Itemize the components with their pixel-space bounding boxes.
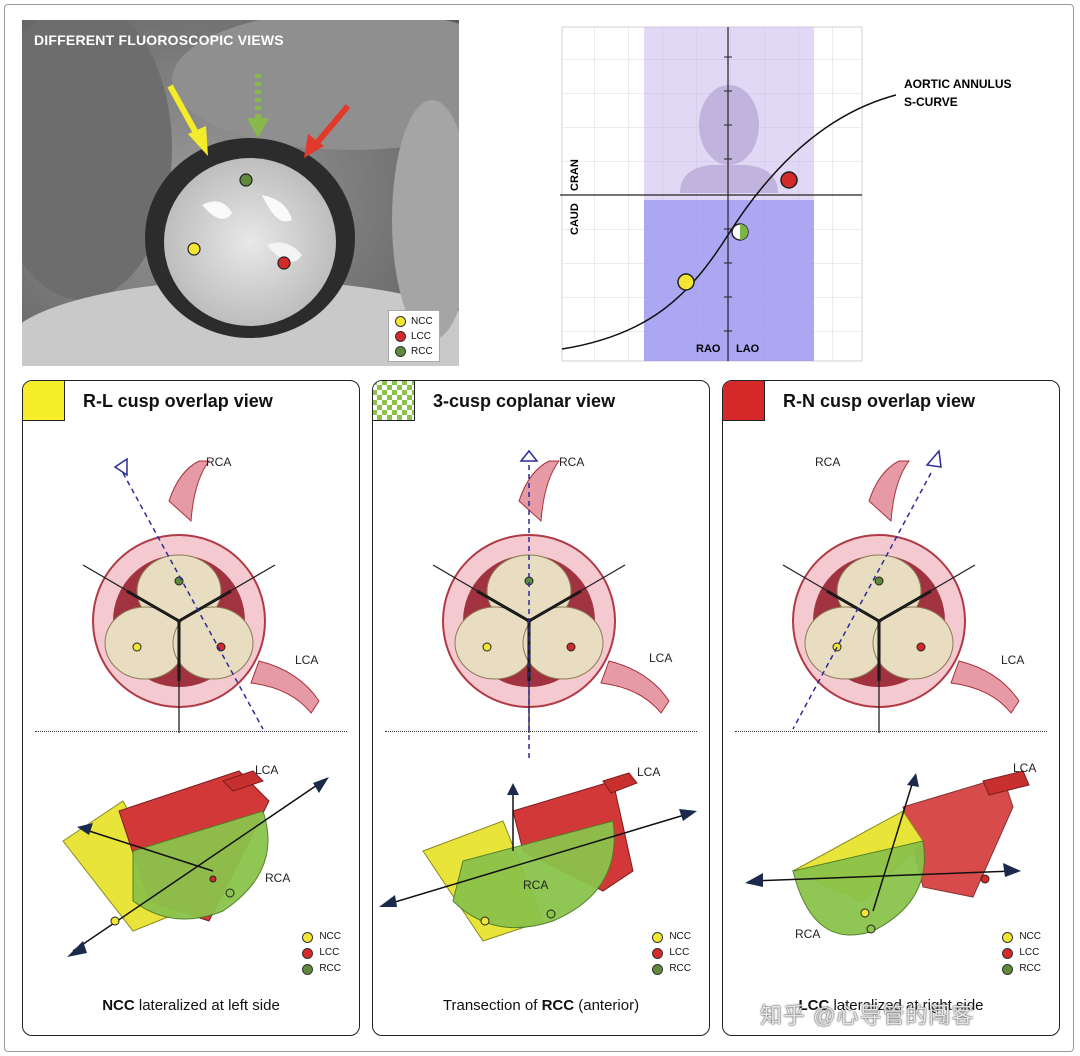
- ct-title: DIFFERENT FLUOROSCOPIC VIEWS: [34, 32, 284, 48]
- s-curve-line: [561, 94, 897, 350]
- lcc-legend-dot: [1002, 947, 1014, 959]
- eye-view-icon: [113, 457, 128, 477]
- valve-top-view: [432, 449, 670, 759]
- panel-legend: NCC LCC RCC: [302, 929, 341, 977]
- rcc-legend-dot: [395, 346, 406, 357]
- ct-scan-illustration: [22, 20, 459, 366]
- figure-frame: [4, 4, 1074, 1052]
- legend-label: NCC: [669, 931, 691, 942]
- ct-lcc-dot: [277, 256, 291, 270]
- rca-label: RCA: [815, 455, 841, 469]
- caption-rest: (anterior): [574, 997, 640, 1014]
- checker-swatch: [373, 381, 415, 421]
- panel-title: 3-cusp coplanar view: [433, 391, 616, 411]
- ncc-point: [677, 273, 695, 291]
- valve-side-view: [379, 772, 697, 942]
- panel-caption: NCC lateralized at left side: [23, 997, 359, 1014]
- lower-lca-label: LCA: [1013, 761, 1037, 775]
- lower-lca-label: LCA: [637, 765, 661, 779]
- rcc-legend-dot: [302, 963, 314, 975]
- legend-label: NCC: [319, 931, 341, 942]
- legend-label: RCC: [1019, 963, 1041, 974]
- ncc-legend-dot: [395, 316, 406, 327]
- panel-3-cusp-coplanar: 3-cusp coplanar view RCA LCA: [372, 380, 710, 1036]
- caption-bold: RCC: [541, 997, 575, 1014]
- watermark-text: 知乎 @心导管的闯客: [760, 1003, 975, 1028]
- patient-shoulders-icon: [680, 165, 778, 193]
- valve-top-view: [82, 457, 320, 733]
- rca-label: RCA: [206, 455, 232, 469]
- lca-label: LCA: [1001, 653, 1025, 667]
- caption-bold: LCC: [798, 997, 830, 1014]
- caption-bold: NCC: [102, 997, 135, 1014]
- lcc-point: [780, 171, 798, 189]
- s-curve-svg: AORTIC ANNULUS S-CURVE CRAN CAUD RAO LAO: [560, 26, 1012, 362]
- legend-label: LCC: [319, 947, 340, 958]
- legend-label: LCC: [669, 947, 690, 958]
- lca-label: LCA: [649, 651, 673, 665]
- lower-lca-label: LCA: [255, 763, 279, 777]
- legend-label: RCC: [319, 963, 341, 974]
- lower-rca-label: RCA: [265, 871, 291, 885]
- panel-legend: NCC LCC RCC: [652, 929, 691, 977]
- caud-label: CAUD: [569, 203, 581, 235]
- lca-label: LCA: [295, 653, 319, 667]
- lcc-legend-dot: [652, 947, 664, 959]
- valve-top-view: [782, 449, 1020, 733]
- ncc-legend-dot: [1002, 931, 1014, 943]
- panel-title: R-N cusp overlap view: [783, 391, 976, 411]
- panel-rn-cusp-overlap: R-N cusp overlap view RCA LCA: [722, 380, 1060, 1036]
- legend-label: LCC: [1019, 947, 1040, 958]
- ct-ncc-dot: [187, 242, 201, 256]
- legend-label: NCC: [411, 316, 433, 327]
- lcc-legend-dot: [302, 947, 314, 959]
- caption-rest: lateralized at left side: [134, 997, 280, 1014]
- cran-label: CRAN: [569, 159, 581, 191]
- legend-label: RCC: [669, 963, 691, 974]
- panel-title: R-L cusp overlap view: [83, 391, 273, 411]
- legend-label: NCC: [1019, 931, 1041, 942]
- eye-view-icon: [519, 449, 539, 462]
- caption-rest: lateralized at right side: [829, 997, 984, 1014]
- caud-zone: [644, 200, 814, 361]
- panel-caption: LCC lateralized at right side: [723, 997, 1059, 1014]
- lao-label: LAO: [736, 343, 760, 355]
- rcc-legend-dot: [652, 963, 664, 975]
- yellow-swatch: [23, 381, 65, 421]
- caption-pre: Transection of: [442, 997, 542, 1014]
- valve-side-view: [745, 770, 1030, 936]
- lower-rca-label: RCA: [523, 878, 549, 892]
- ct-rcc-dot: [239, 173, 253, 187]
- panel-divider: [735, 731, 1047, 732]
- eye-view-icon: [925, 449, 942, 468]
- graph-title-line1: AORTIC ANNULUS: [904, 77, 1012, 91]
- rca-label: RCA: [559, 455, 585, 469]
- legend-label: RCC: [411, 346, 433, 357]
- rcc-legend-dot: [1002, 963, 1014, 975]
- panel-divider: [35, 731, 347, 732]
- valve-side-view: [62, 770, 329, 957]
- s-curve-graph: AORTIC ANNULUS S-CURVE CRAN CAUD RAO LAO: [560, 25, 1060, 365]
- lower-rca-label: RCA: [795, 927, 821, 941]
- ncc-legend-dot: [302, 931, 314, 943]
- panel-legend: NCC LCC RCC: [1002, 929, 1041, 977]
- ncc-legend-dot: [652, 931, 664, 943]
- ct-legend: NCC LCC RCC: [388, 310, 440, 362]
- panel-divider: [385, 731, 697, 732]
- red-swatch: [723, 381, 765, 421]
- graph-title-line2: S-CURVE: [904, 95, 958, 109]
- panel-caption: Transection of RCC (anterior): [373, 997, 709, 1014]
- panel-rl-cusp-overlap: R-L cusp overlap view RCA LCA: [22, 380, 360, 1036]
- rao-label: RAO: [696, 343, 721, 355]
- ct-image: DIFFERENT FLUOROSCOPIC VIEWS NCC LCC RCC: [22, 20, 459, 366]
- legend-label: LCC: [411, 331, 432, 342]
- lcc-legend-dot: [395, 331, 406, 342]
